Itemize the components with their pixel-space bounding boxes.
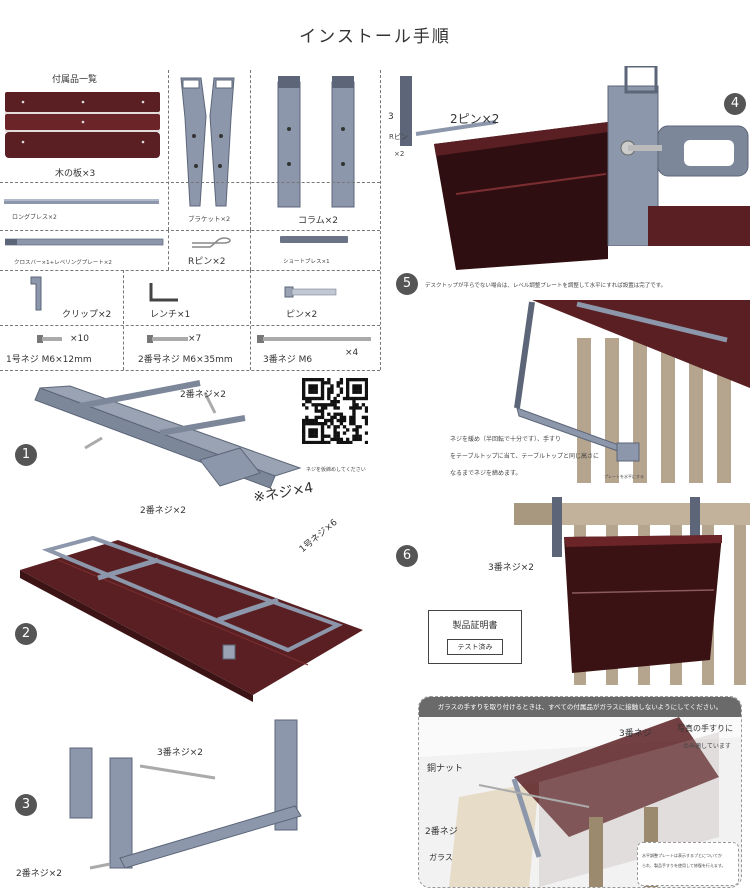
- page-title: インストール手順: [299, 27, 451, 47]
- step-6-photo: [514, 497, 750, 685]
- step-3-screw2-label: 2番ネジ×2: [16, 869, 62, 879]
- divider: [380, 70, 381, 370]
- step-4-table-illustration: [400, 76, 608, 270]
- screw-2-illustration: [147, 335, 188, 343]
- screw-1-count: ×10: [70, 334, 89, 344]
- step-5-body-3: なるまでネジを締めます。: [450, 470, 522, 477]
- column-label: コラム×2: [298, 216, 338, 226]
- step-5-body-2: をテーブルトップに当て、テーブルトップと同じ高さに: [450, 453, 599, 460]
- glass-small-note-2: られ、製品手すりを使用して修復を行えます。: [642, 863, 726, 868]
- divider: [0, 370, 380, 371]
- divider: [250, 70, 251, 230]
- qr-code[interactable]: [302, 378, 368, 444]
- step-2-board-illustration: [20, 535, 363, 702]
- glass-label: ガラス: [429, 853, 453, 862]
- certificate-stamp: テスト済み: [447, 639, 503, 655]
- step-3-number: 3: [15, 794, 37, 816]
- screw-1-label: 1号ネジ M6×12mm: [6, 355, 92, 365]
- step-4-number: 4: [724, 93, 746, 115]
- short-brace-label: ショートブレス×1: [283, 259, 330, 265]
- divider: [0, 270, 380, 271]
- long-brace-illustration: [4, 199, 159, 204]
- boards-label: 木の板×3: [55, 169, 96, 179]
- r-pin-label: Rピン×2: [188, 257, 226, 267]
- parts-heading: 付属品一覧: [52, 75, 98, 85]
- step-2-screw2-label: 2番ネジ×2: [140, 506, 186, 516]
- column-illustration: [277, 76, 355, 208]
- screw-3-illustration: [257, 335, 371, 343]
- glass-nut-label: 銅ナット: [427, 764, 464, 774]
- screw-2-label: 2番号ネジ M6×35mm: [138, 355, 233, 365]
- bracket-illustration: [180, 77, 235, 207]
- step-4-side-x2: ×2: [394, 150, 405, 158]
- glass-small-note-1: 水平調整プレートは表示するプとについてか: [642, 853, 722, 858]
- step-5-small-label: プレートを水平にする: [604, 474, 645, 479]
- divider: [0, 182, 380, 183]
- clip-illustration: [30, 276, 42, 311]
- divider: [123, 270, 124, 370]
- step-4-detail-illustration: [607, 66, 750, 246]
- crossbar-illustration: [5, 238, 164, 246]
- step-1-small-note: ネジを仮締めしてください: [306, 467, 366, 473]
- step-1-screw-label: 2番ネジ×2: [180, 390, 226, 400]
- wrench-illustration: [149, 283, 178, 302]
- step-4-side-3: 3: [388, 112, 394, 122]
- step-5-body-1: ネジを緩め（半回転で十分です）、手すり: [450, 436, 562, 443]
- step-5-note: デスクトップが平らでない場合は、レベル調整プレートを調整して水平にすれば設置は完…: [425, 283, 667, 289]
- r-pin-illustration: [192, 237, 231, 248]
- wooden-boards-illustration: [5, 92, 160, 158]
- divider: [0, 325, 380, 326]
- step-6-number: 6: [396, 545, 418, 567]
- glass-small-note: 水平調整プレートは表示するプとについてか られ、製品手すりを使用して修復を行えま…: [637, 842, 739, 886]
- step-6-screw-label: 3番ネジ×2: [488, 563, 534, 573]
- screw-3-label: 3番ネジ M6: [263, 355, 313, 365]
- bracket-label: ブラケット×2: [188, 215, 231, 223]
- divider: [250, 230, 251, 270]
- glass-photo-label-2: のみ適しています: [683, 743, 731, 750]
- screw-1-illustration: [37, 335, 62, 343]
- step-1-frame-illustration: [34, 380, 302, 489]
- clip-label: クリップ×2: [62, 310, 112, 320]
- long-brace-label: ロングブレス×2: [12, 214, 57, 221]
- step-1-number: 1: [15, 444, 37, 466]
- divider: [250, 270, 251, 370]
- product-certificate: 製品証明書 テスト済み: [428, 610, 522, 664]
- crossbar-label: クロスバー×1+レベリングプレート×2: [14, 260, 112, 266]
- pin-label: ピン×2: [286, 310, 318, 320]
- glass-screw3-label: 3番ネジ: [619, 729, 652, 739]
- wrench-label: レンチ×1: [150, 310, 191, 320]
- step-3-frame-illustration: [69, 719, 302, 870]
- divider: [168, 70, 169, 230]
- glass-screw2-label: 2番ネジ: [425, 827, 458, 837]
- short-brace-illustration: [280, 236, 348, 243]
- glass-railing-note: ガラスの手すりを取り付けるときは、すべての付属品がガラスに接触しないようにしてく…: [418, 696, 742, 888]
- pin-illustration: [284, 286, 337, 298]
- divider: [0, 230, 380, 231]
- glass-photo-label-1: 写真の手すりに: [677, 724, 733, 733]
- step-2-number: 2: [15, 623, 37, 645]
- step-5-photo: [427, 298, 750, 483]
- step-4-pin-label: 2ピン×2: [450, 112, 500, 126]
- screw-3-count: ×4: [345, 348, 359, 358]
- step-5-number: 5: [396, 273, 418, 295]
- glass-banner: ガラスの手すりを取り付けるときは、すべての付属品がガラスに接触しないようにしてく…: [419, 697, 741, 717]
- step-4-side-rpin: Rピン: [389, 133, 408, 141]
- screw-2-count: ×7: [188, 334, 202, 344]
- divider: [168, 230, 169, 270]
- certificate-title: 製品証明書: [452, 621, 498, 631]
- step-3-screw3-label: 3番ネジ×2: [157, 748, 203, 758]
